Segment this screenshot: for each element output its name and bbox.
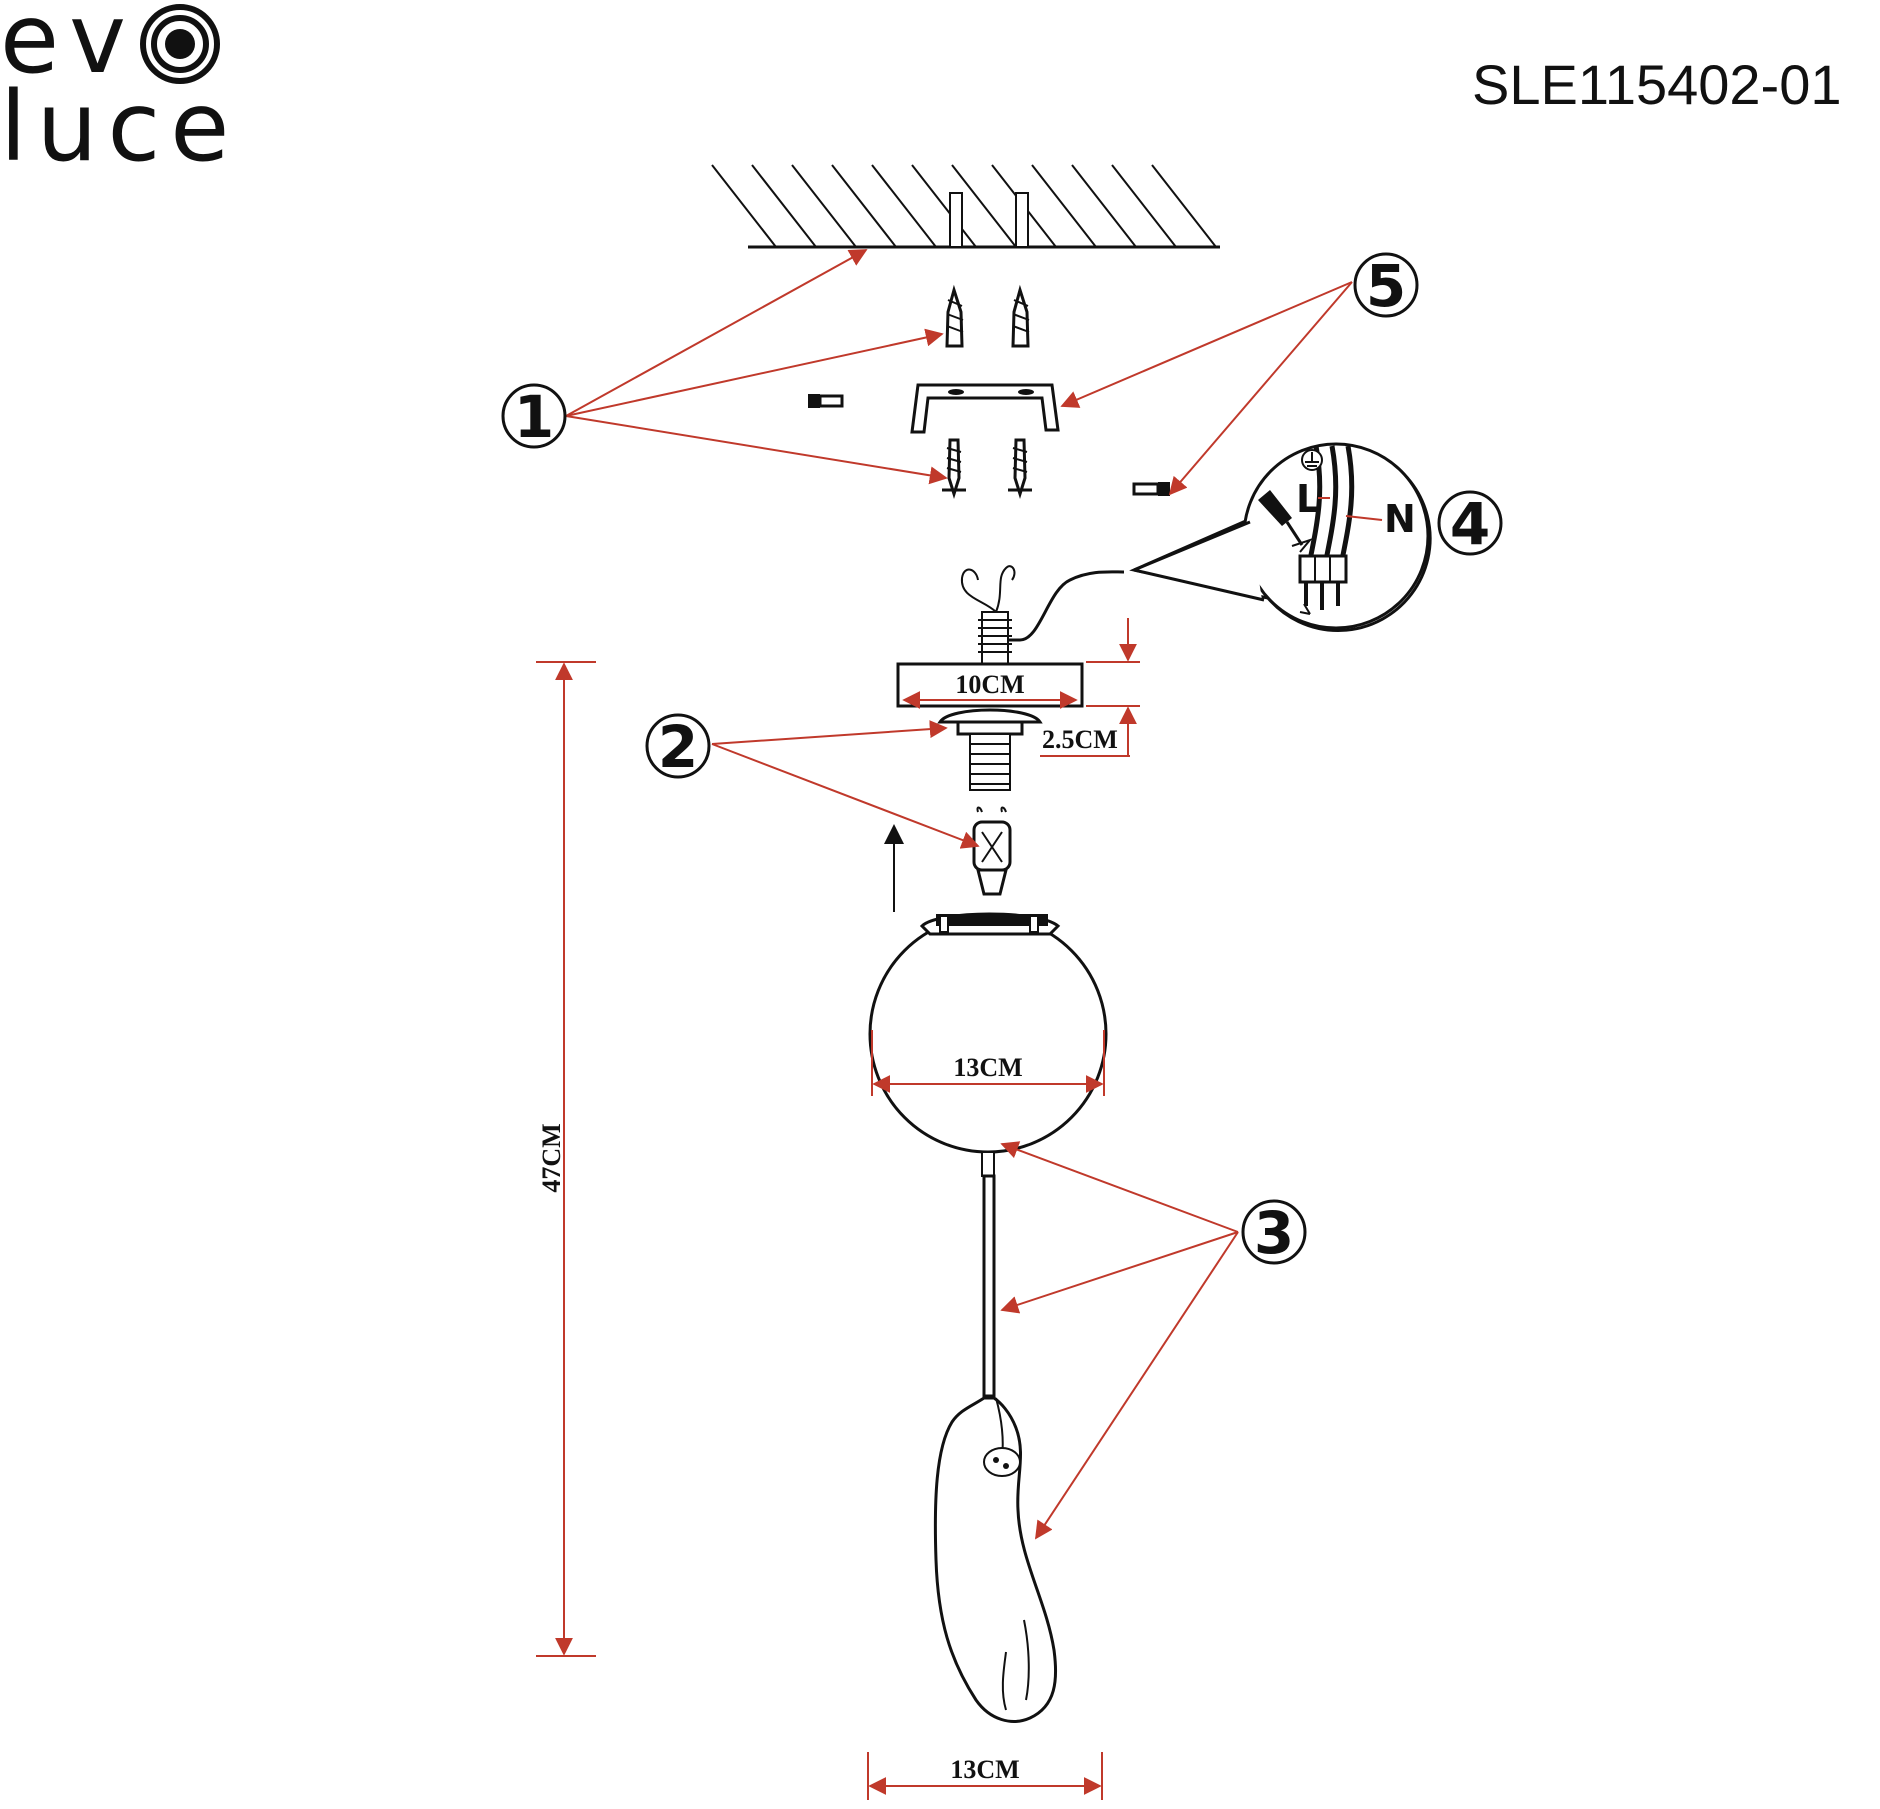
leader-lines-1	[565, 249, 948, 485]
leader-lines-3	[1000, 1141, 1239, 1540]
terminal-block-icon	[1298, 554, 1348, 610]
lamp-holder	[937, 708, 1043, 791]
dimension-label: 13CM	[953, 1053, 1022, 1082]
wire-label-neutral: N	[1384, 497, 1416, 541]
logo-line1: ev	[0, 0, 136, 95]
glass-globe	[868, 912, 1108, 1154]
callout-1: 1	[501, 383, 567, 451]
dimension-figure-width: 13CM	[867, 1752, 1103, 1800]
dimension-globe-diameter: 13CM	[871, 1030, 1105, 1096]
leader-lines-2	[711, 720, 980, 849]
callout-number: 3	[1254, 1199, 1294, 1267]
callout-5: 5	[1353, 252, 1419, 320]
logo-line2: luce	[0, 71, 239, 183]
logo-target-icon	[140, 4, 220, 84]
callout-number: 1	[514, 383, 554, 451]
threaded-nipple	[978, 611, 1012, 665]
mounting-bracket	[910, 383, 1060, 434]
earth-ground-icon	[1301, 449, 1323, 471]
wood-screw-icon	[942, 438, 966, 500]
leader-lines-5	[1060, 281, 1353, 496]
dimension-label: 2.5CM	[1042, 725, 1118, 754]
g9-bulb-icon	[972, 806, 1012, 896]
bracket-screw-icon	[1132, 482, 1170, 496]
ceiling-hatch	[711, 164, 1220, 249]
dimension-canopy-height: 2.5CM	[1040, 618, 1140, 757]
wire-label-live: L	[1296, 477, 1320, 521]
brand-logo: ev luce	[0, 0, 239, 183]
dimension-total-height: 47CM	[536, 661, 596, 1657]
dimension-label: 47CM	[537, 1123, 566, 1192]
callout-3: 3	[1241, 1199, 1307, 1267]
model-number: SLE115402-01	[1472, 53, 1842, 116]
suspension-wires	[960, 565, 1125, 642]
callout-number: 2	[658, 713, 698, 781]
dimension-label: 13CM	[950, 1755, 1019, 1784]
callout-number: 5	[1366, 252, 1406, 320]
screwdriver-icon	[1258, 490, 1314, 553]
callout-4: 4	[1437, 490, 1503, 558]
callout-2: 2	[645, 713, 711, 781]
dimension-canopy-width: 10CM	[902, 670, 1078, 709]
wood-screw-icon	[1008, 438, 1032, 500]
hanging-figure	[933, 1396, 1058, 1723]
wall-plug-icon	[1011, 284, 1030, 348]
bracket-screw-icon	[808, 394, 844, 408]
wiring-detail: L N	[1129, 442, 1432, 632]
callout-number: 4	[1450, 490, 1490, 558]
wall-plug-icon	[945, 284, 964, 348]
hanging-rod	[981, 1151, 996, 1398]
dimension-label: 10CM	[955, 670, 1024, 699]
